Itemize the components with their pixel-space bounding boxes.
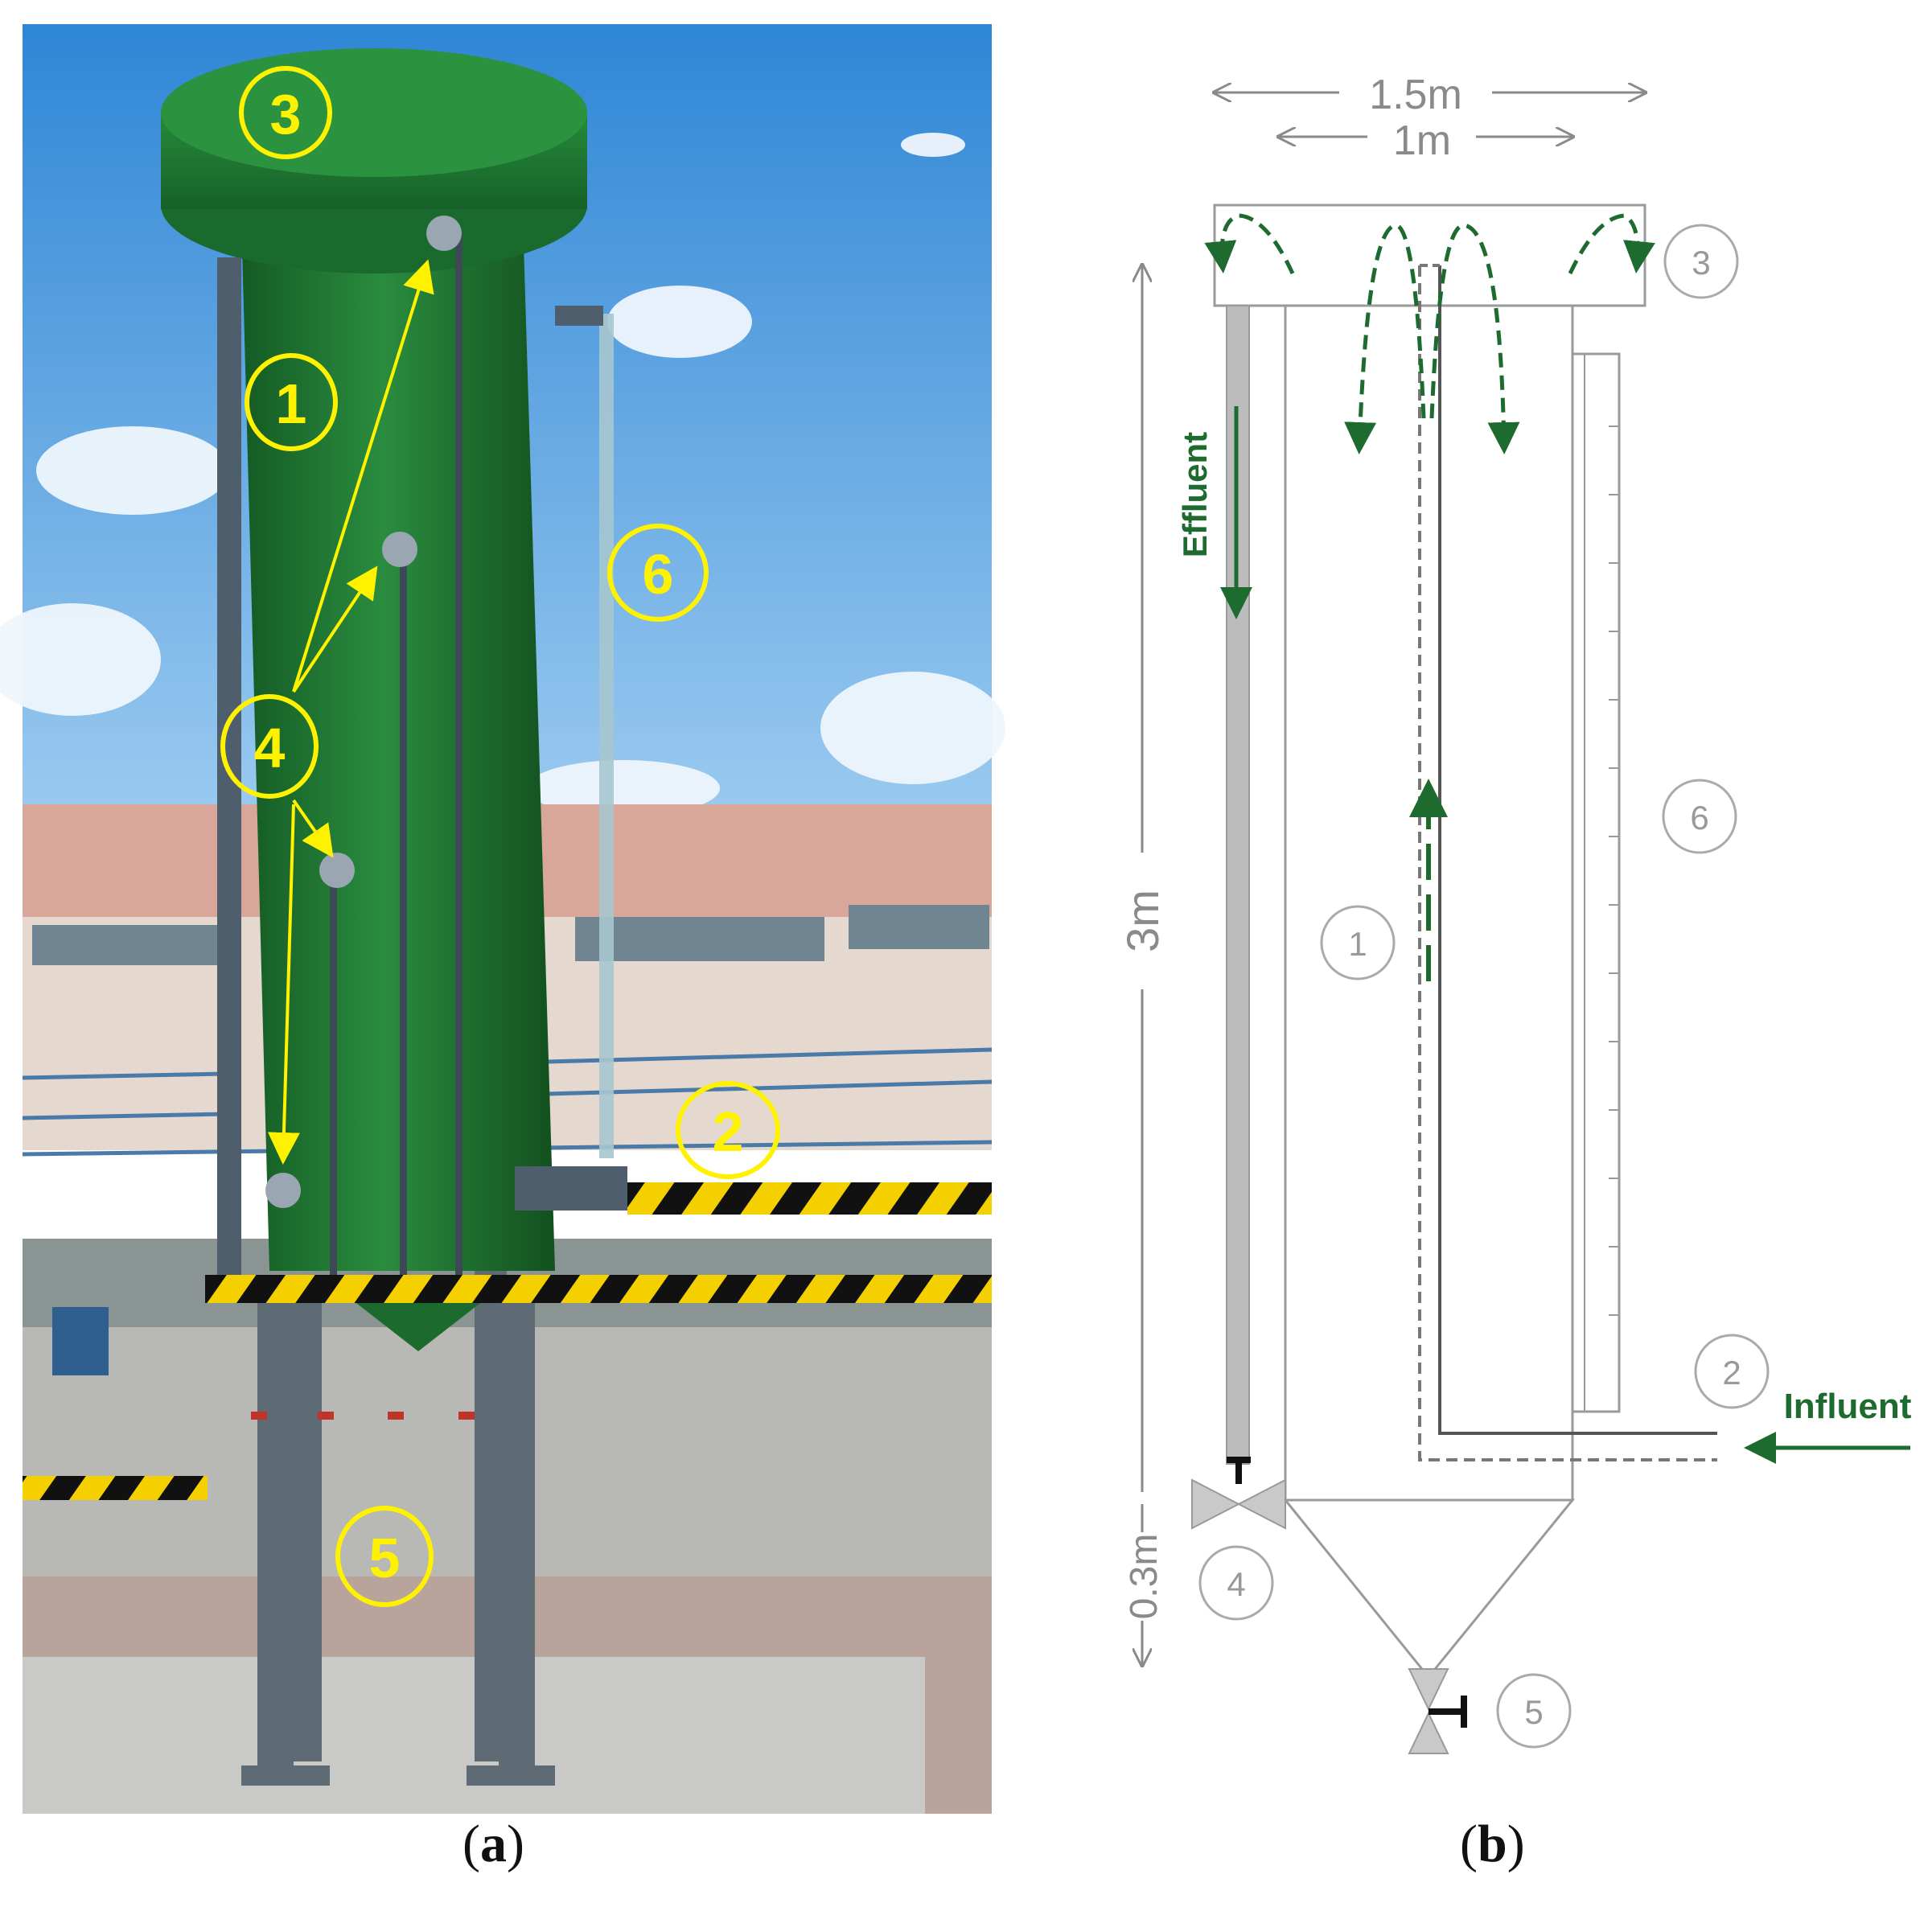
reactor-cone (1282, 1498, 1576, 1679)
svg-text:6: 6 (1690, 799, 1708, 837)
svg-text:3: 3 (1692, 244, 1710, 282)
marker-4-arrows (267, 259, 434, 1165)
photo-marker-2: 2 (676, 1081, 780, 1179)
svg-text:5: 5 (1524, 1693, 1543, 1731)
photo-panel-a: 1 2 3 4 5 6 (0, 24, 1005, 1814)
svg-text:1: 1 (276, 372, 307, 435)
building-windows (32, 905, 989, 965)
sampling-lines (330, 233, 462, 1287)
caption-a-letter: a (479, 1815, 507, 1873)
caption-a: (a) (462, 1815, 524, 1873)
svg-text:4: 4 (1227, 1565, 1245, 1603)
svg-text:5: 5 (369, 1527, 401, 1589)
influent-label: Influent (1784, 1387, 1912, 1426)
flow-arrows-top (1204, 213, 1655, 454)
dim-height-label: 3m (1117, 890, 1168, 952)
support-frame (241, 1263, 555, 1786)
photo-marker-3: 3 (239, 66, 332, 159)
photo-marker-4: 4 (220, 694, 319, 799)
photo-marker-5: 5 (335, 1506, 434, 1607)
diagram-label-5: 5 (1496, 1673, 1572, 1749)
dim-cone-label: 0.3m (1123, 1534, 1165, 1620)
svg-text:6: 6 (643, 543, 674, 606)
valve-4-icon (1191, 1457, 1286, 1530)
tank-cone (346, 1295, 491, 1351)
tank-top-cap (161, 48, 587, 177)
valve-5-icon (1408, 1668, 1467, 1754)
dimension-top (1215, 92, 1645, 137)
level-tube (599, 314, 614, 1158)
photo-marker-1: 1 (245, 353, 338, 451)
hazard-pipe (205, 1275, 992, 1303)
dim-top-inner: 1m (1393, 117, 1451, 164)
svg-text:2: 2 (713, 1100, 744, 1163)
diagram-label-3: 3 (1663, 224, 1739, 299)
diagram-label-2: 2 (1694, 1334, 1770, 1409)
influent-pipe (1418, 264, 1717, 1461)
svg-text:1: 1 (1348, 925, 1367, 963)
svg-text:4: 4 (254, 717, 286, 779)
dim-top-outer: 1.5m (1369, 72, 1462, 118)
level-gauge (1571, 352, 1621, 1413)
caption-b-letter: b (1477, 1815, 1507, 1873)
caption-b: (b) (1460, 1815, 1525, 1873)
photo-marker-6: 6 (607, 524, 709, 622)
tank-body (241, 217, 555, 1271)
top-settler-box (1213, 203, 1646, 307)
clouds (0, 133, 1005, 816)
svg-text:3: 3 (270, 83, 302, 146)
diagram-label-4: 4 (1198, 1545, 1274, 1621)
effluent-label: Effluent (1176, 432, 1214, 557)
sampling-ports (265, 216, 462, 1208)
svg-text:2: 2 (1722, 1354, 1741, 1391)
schematic-panel-b: 1.5m 1m 3m 0.3m (1117, 72, 1912, 1754)
diagram-label-1: 1 (1320, 905, 1396, 980)
diagram-label-6: 6 (1662, 779, 1737, 854)
